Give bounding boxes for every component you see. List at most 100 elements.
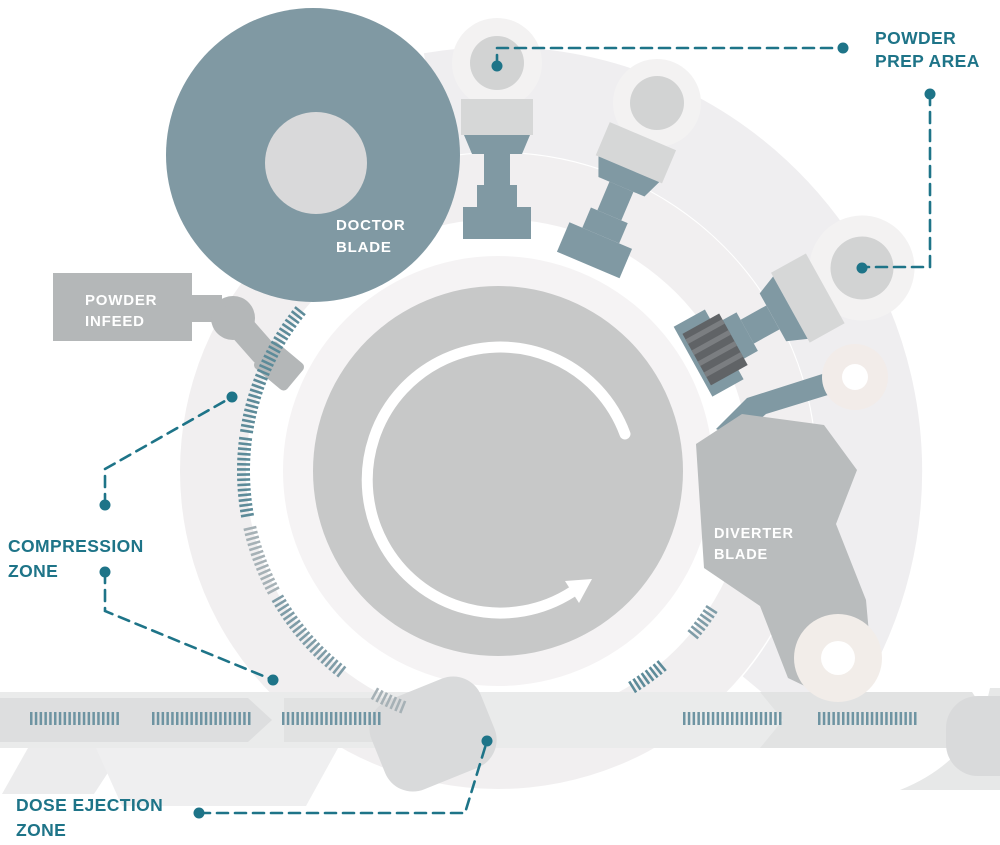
belt-tick: [354, 712, 357, 725]
drum-tick-marks: [236, 306, 718, 714]
drum-tick: [240, 428, 254, 434]
belt-tick: [306, 712, 309, 725]
powder-infeed-nozzle-arm: [219, 304, 277, 366]
belt-tick: [63, 712, 67, 725]
belt-tick: [894, 712, 898, 725]
belt-tick: [885, 712, 888, 725]
piston-shoulder: [598, 156, 660, 197]
connector-dot: [837, 42, 849, 54]
drum-tick: [264, 581, 278, 591]
belt-tick: [185, 712, 189, 725]
drum-tick: [379, 692, 389, 705]
powder-infeed-unit: POWDER INFEED: [53, 273, 304, 391]
belt-tick: [755, 712, 758, 725]
drum-tick: [265, 349, 279, 359]
drum-tick: [324, 656, 335, 668]
belt-tick: [697, 712, 700, 725]
drum-tick: [705, 604, 718, 615]
belt-tick: [54, 712, 57, 725]
drum-tick: [656, 660, 667, 672]
belt-tick: [310, 712, 314, 725]
belt-tick: [861, 712, 864, 725]
drum-tick: [254, 373, 268, 381]
connector-powder-prep-1: [495, 46, 845, 68]
drum-tick: [238, 441, 252, 446]
drum-tick: [263, 354, 277, 363]
connector-dot: [99, 566, 111, 578]
belt-tick: [233, 712, 237, 725]
belt-tick: [687, 712, 691, 725]
drum-tick: [284, 318, 297, 329]
belt-tick: [735, 712, 739, 725]
drum-tick: [241, 418, 256, 424]
label-dose-ejection-zone-line1: DOSE EJECTION: [16, 795, 163, 815]
belt-tick: [301, 712, 304, 725]
belt-tick: [731, 712, 734, 725]
doctor-blade-hub: [265, 112, 367, 214]
belt-tick: [320, 712, 323, 725]
belt-tick: [875, 712, 879, 725]
belt-tick: [102, 712, 105, 725]
label-compression-zone-line2: ZONE: [8, 561, 58, 581]
belt-tick: [851, 712, 855, 725]
belt-tick: [378, 712, 381, 725]
belt-tick: [358, 712, 362, 725]
drum-tick: [316, 649, 328, 661]
belt-tick: [363, 712, 367, 725]
belt-tick: [315, 712, 319, 725]
drum-tick: [240, 423, 255, 429]
powder-infeed-nozzle: [254, 341, 304, 391]
piston-collar: [582, 207, 628, 244]
drum-tick: [253, 378, 267, 386]
belt-tick: [152, 712, 155, 725]
drum-tick: [244, 408, 258, 414]
drum-tick: [394, 698, 402, 712]
drum-tick: [644, 669, 655, 682]
belt-tick: [171, 712, 174, 725]
drum-tick: [320, 652, 332, 665]
connector-dot: [267, 674, 279, 686]
piston-stem: [597, 181, 634, 221]
belt-tick: [39, 712, 43, 725]
drum-tick: [257, 568, 271, 576]
diverter-blade-unit: DIVERTER BLADE: [696, 414, 882, 702]
drum-tick: [399, 700, 407, 714]
belt-tick: [837, 712, 840, 725]
drum-tick: [332, 662, 343, 675]
belt-tick: [209, 712, 213, 725]
belt-tick: [373, 712, 376, 725]
piston-body: [771, 253, 845, 343]
drum-tick: [693, 621, 706, 632]
drum-tick: [295, 627, 308, 638]
drum-tick: [244, 530, 258, 537]
drum-tick: [687, 629, 700, 640]
drum-tick: [277, 602, 290, 613]
belt-tick: [248, 712, 251, 725]
drum-tick: [242, 413, 257, 419]
doctor-blade-wheel: DOCTOR BLADE: [166, 8, 460, 302]
belt-tick: [111, 712, 115, 725]
drum-tick: [271, 594, 285, 604]
drum-tick: [384, 694, 393, 708]
powder-prep-piston-2: [556, 59, 701, 279]
belt-tick: [58, 712, 62, 725]
drum-tick: [288, 619, 301, 630]
belt-tick: [764, 712, 768, 725]
piston-body: [461, 99, 533, 135]
drum-tick: [247, 540, 261, 547]
rotation-arrow-icon: [361, 341, 631, 619]
belt-tick: [176, 712, 179, 725]
belt-tick: [44, 712, 47, 725]
connector-powder-prep-2: [860, 92, 932, 269]
drum-tick: [262, 577, 276, 586]
infeed-chute-wedge: [2, 748, 124, 794]
drum-tick: [696, 617, 709, 628]
belt-tick-marks: [30, 712, 917, 725]
drum-tick: [238, 493, 252, 497]
belt-tick: [707, 712, 710, 725]
belt-tick: [161, 712, 165, 725]
drum-tick: [246, 398, 260, 405]
drum-tick: [266, 586, 280, 595]
belt-tick: [769, 712, 772, 725]
belt-tick: [330, 712, 333, 725]
